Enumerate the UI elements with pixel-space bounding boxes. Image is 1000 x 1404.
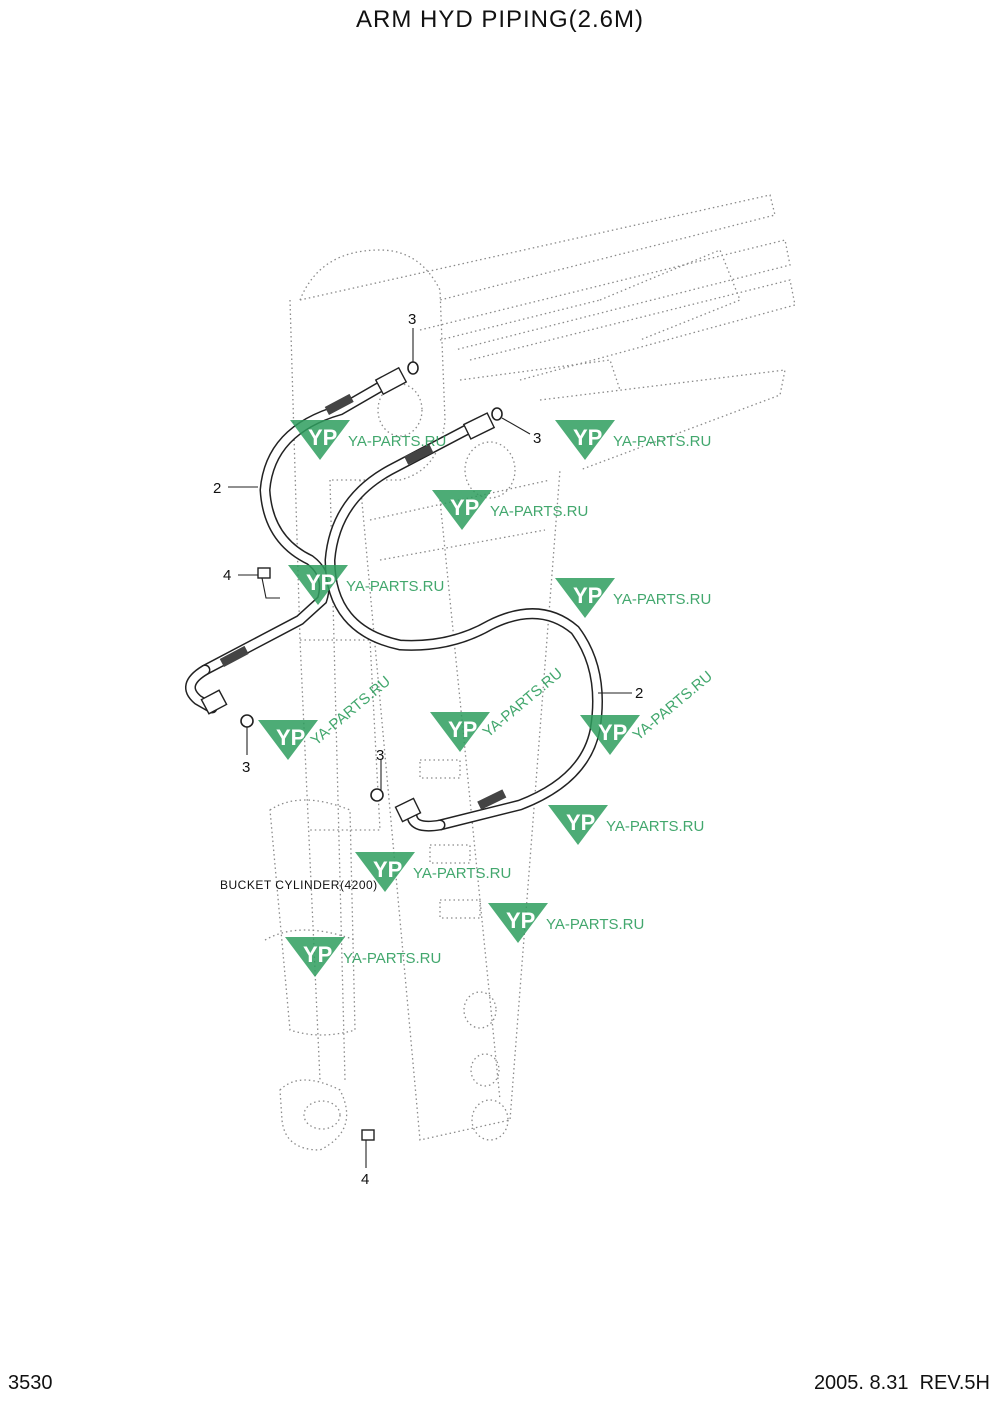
watermark-6: YP YA-PARTS.RU — [258, 673, 394, 760]
watermark-logo-letters: YP — [448, 717, 477, 742]
watermark-logo-letters: YP — [566, 810, 595, 835]
yp-triangle-logo-icon — [555, 578, 615, 618]
leader-lines — [228, 328, 632, 1168]
page-title: ARM HYD PIPING(2.6M) — [355, 6, 645, 33]
yp-triangle-logo-icon — [290, 420, 350, 460]
watermark-layer: YP YA-PARTS.RU YP YA-PARTS.RU YP YA-PART… — [258, 420, 716, 977]
yp-triangle-logo-icon — [555, 420, 615, 460]
watermark-10: YP YA-PARTS.RU — [355, 852, 511, 892]
oring-right-icon — [491, 407, 503, 421]
watermark-text: YA-PARTS.RU — [546, 916, 644, 933]
watermark-text: YA-PARTS.RU — [308, 673, 394, 749]
watermark-7: YP YA-PARTS.RU — [430, 665, 566, 752]
watermark-9: YP YA-PARTS.RU — [548, 805, 704, 845]
callout-oring-right: 3 — [533, 430, 541, 447]
watermark-logo-letters: YP — [276, 725, 305, 750]
watermark-2: YP YA-PARTS.RU — [555, 420, 711, 460]
yp-triangle-logo-icon — [258, 720, 318, 760]
watermark-text: YA-PARTS.RU — [490, 503, 588, 520]
watermark-text: YA-PARTS.RU — [480, 665, 566, 741]
oring-left-icon — [240, 714, 254, 728]
yp-triangle-logo-icon — [285, 937, 345, 977]
watermark-logo-letters: YP — [573, 583, 602, 608]
watermark-text: YA-PARTS.RU — [413, 865, 511, 882]
callout-oring-mid: 3 — [376, 747, 384, 764]
hose-upper — [185, 366, 408, 715]
yp-triangle-logo-icon — [355, 852, 415, 892]
watermark-11: YP YA-PARTS.RU — [488, 903, 644, 943]
yp-triangle-logo-icon — [488, 903, 548, 943]
yp-triangle-logo-icon — [288, 565, 348, 605]
callout-hose-lower: 2 — [635, 685, 643, 702]
watermark-logo-letters: YP — [450, 495, 479, 520]
watermark-logo-letters: YP — [308, 425, 337, 450]
watermark-logo-letters: YP — [573, 425, 602, 450]
arm-structure-outline — [264, 194, 796, 1151]
watermark-12: YP YA-PARTS.RU — [285, 937, 441, 977]
callout-hose-upper: 2 — [213, 480, 221, 497]
callout-elbow-lower: 4 — [361, 1171, 369, 1188]
watermark-text: YA-PARTS.RU — [613, 591, 711, 608]
watermark-text: YA-PARTS.RU — [348, 433, 446, 450]
watermark-text: YA-PARTS.RU — [630, 668, 716, 744]
callout-oring-left: 3 — [242, 759, 250, 776]
oring-top-icon — [407, 361, 419, 375]
yp-triangle-logo-icon — [432, 490, 492, 530]
watermark-text: YA-PARTS.RU — [606, 818, 704, 835]
watermark-logo-letters: YP — [598, 720, 627, 745]
watermark-text: YA-PARTS.RU — [613, 433, 711, 450]
watermark-logo-letters: YP — [303, 942, 332, 967]
elbow-lower-icon — [361, 1129, 375, 1141]
hose-lower — [324, 412, 603, 832]
watermark-logo-letters: YP — [506, 908, 535, 933]
oring-mid-icon — [370, 788, 384, 802]
bucket-cylinder-note: BUCKET CYLINDER(4200) — [220, 878, 378, 892]
callout-oring-top: 3 — [408, 311, 416, 328]
watermark-text: YA-PARTS.RU — [343, 950, 441, 967]
watermark-5: YP YA-PARTS.RU — [555, 578, 711, 618]
elbow-upper-icon — [257, 567, 271, 579]
page-number: 3530 — [8, 1372, 53, 1394]
watermark-4: YP YA-PARTS.RU — [288, 565, 444, 605]
watermark-logo-letters: YP — [373, 857, 402, 882]
watermark-3: YP YA-PARTS.RU — [432, 490, 588, 530]
callout-elbow-upper: 4 — [223, 567, 231, 584]
watermark-1: YP YA-PARTS.RU — [290, 420, 446, 460]
watermark-text: YA-PARTS.RU — [346, 578, 444, 595]
revision-date: 2005. 8.31 REV.5H — [813, 1372, 990, 1394]
watermark-logo-letters: YP — [306, 570, 335, 595]
yp-triangle-logo-icon — [548, 805, 608, 845]
yp-triangle-logo-icon — [580, 715, 640, 755]
yp-triangle-logo-icon — [430, 712, 490, 752]
